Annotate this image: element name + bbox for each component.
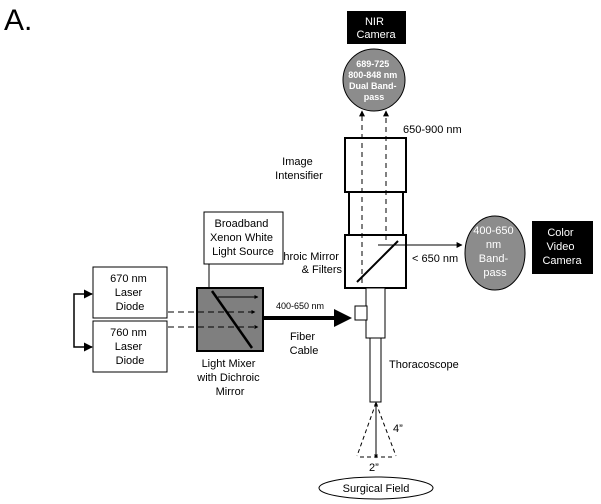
- nir-camera: NIR Camera: [347, 11, 406, 44]
- upper-optics-box: [344, 137, 407, 193]
- image-intensifier-label: Image Intensifier: [275, 156, 323, 182]
- mixer-beams: [168, 295, 259, 329]
- color-bandpass-filter: 400-650 nm Band- pass: [464, 215, 526, 291]
- lt650-label: < 650 nm: [412, 253, 458, 265]
- light-mixer-label: Light Mixer with Dichroic Mirror: [196, 358, 262, 398]
- laser-diode-760: 760 nm Laser Diode: [92, 320, 168, 373]
- white-light-label: Broadband Xenon White Light Source: [210, 218, 276, 258]
- fiber-arrowhead: [334, 309, 352, 327]
- nir-camera-label: NIR Camera: [356, 16, 396, 41]
- laser-switch-bracket: [73, 289, 93, 352]
- light-mixer: [196, 287, 264, 352]
- nir-beam-paths: [359, 110, 389, 283]
- depth-label: 4”: [393, 423, 403, 435]
- fiber-band-label: 400-650 nm: [276, 301, 324, 311]
- dichroic-mirror-label: Dichroic Mirror & Filters: [267, 251, 342, 276]
- laser-diode-670: 670 nm Laser Diode: [92, 266, 168, 319]
- white-light-source: Broadband Xenon White Light Source: [203, 211, 284, 265]
- color-filter-label: 400-650 nm Band- pass: [473, 225, 516, 279]
- thoracoscope: [354, 287, 386, 403]
- thoracoscope-label: Thoracoscope: [389, 359, 459, 371]
- nir-dual-bandpass-filter: 689-725 800-848 nm Dual Band- pass: [342, 48, 406, 112]
- nir-filter-label: 689-725 800-848 nm Dual Band- pass: [348, 59, 400, 102]
- color-video-camera: Color Video Camera: [532, 221, 593, 274]
- surgical-field-label: Surgical Field: [343, 483, 410, 495]
- laser-760-label: 760 nm Laser Diode: [110, 327, 150, 367]
- laser-670-label: 670 nm Laser Diode: [110, 273, 150, 313]
- width-label: 2”: [369, 462, 379, 474]
- color-camera-label: Color Video Camera: [542, 227, 582, 267]
- image-intensifier-box: [348, 191, 404, 236]
- nir-band-label: 650-900 nm: [403, 124, 462, 136]
- dichroic-mirror-box: [344, 234, 407, 289]
- fiber-cable-label: Fiber Cable: [290, 331, 319, 357]
- surgical-field-ellipse: [318, 476, 434, 500]
- panel-label: A.: [4, 4, 32, 37]
